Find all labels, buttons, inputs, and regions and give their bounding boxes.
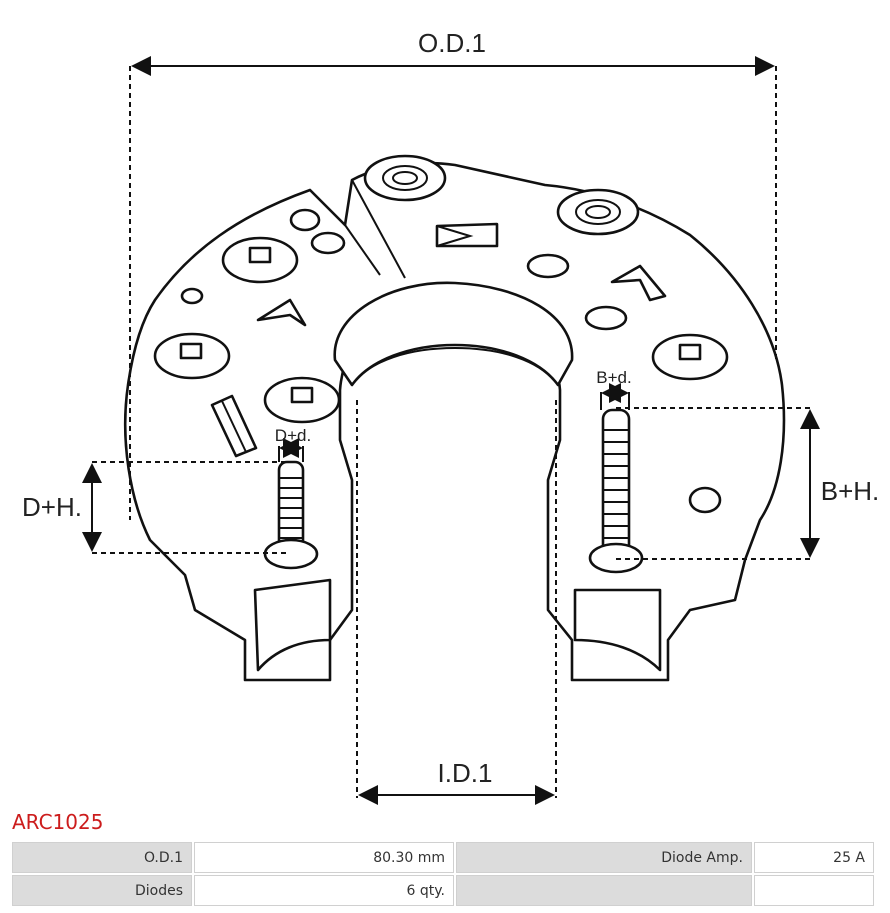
dh-label: D+H. [22,492,82,522]
spec-table: O.D.1 80.30 mm Diode Amp. 25 A Diodes 6 … [10,840,876,908]
bore-rim [333,281,574,387]
spec-label [456,875,752,906]
part-code: ARC1025 [12,810,104,834]
diode-pads [153,236,729,424]
bd-label: B+d. [596,368,631,387]
od-label: O.D.1 [418,28,486,58]
terminal-post-left [363,154,447,202]
bolt-left [263,460,319,570]
spec-value: 25 A [754,842,874,873]
spec-label: O.D.1 [12,842,192,873]
bolt-right [588,408,644,574]
bh-label: B+H. [821,476,880,506]
arrow-mark-right [610,264,667,302]
spec-label: Diode Amp. [456,842,752,873]
spec-label: Diodes [12,875,192,906]
id-label: I.D.1 [438,758,493,788]
spec-value [754,875,874,906]
arrow-mark-left [256,298,307,327]
table-row: Diodes 6 qty. [12,875,874,906]
mounting-holes [180,208,722,514]
table-row: O.D.1 80.30 mm Diode Amp. 25 A [12,842,874,873]
rectifier-drawing: O.D.1 I.D.1 D+H. B+H. D+d. B+d. [22,28,880,805]
dd-label: D+d. [275,426,311,445]
spec-value: 80.30 mm [194,842,454,873]
spec-value: 6 qty. [194,875,454,906]
terminal-post-right [556,188,640,236]
